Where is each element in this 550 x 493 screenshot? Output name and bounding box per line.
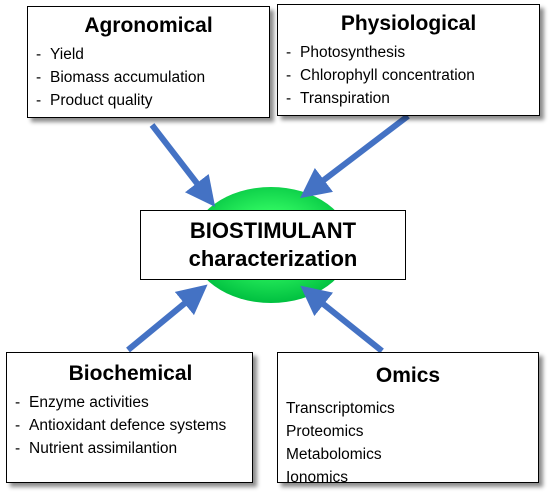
physiological-list: Photosynthesis Chlorophyll concentration…	[286, 41, 531, 110]
list-item: Transcriptomics	[286, 400, 395, 417]
list-item: Product quality	[36, 89, 261, 112]
agronomical-list: Yield Biomass accumulation Product quali…	[36, 43, 261, 112]
biochemical-box: Biochemical Enzyme activities Antioxidan…	[6, 352, 253, 483]
list-item: Biomass accumulation	[36, 66, 261, 89]
list-item: Antioxidant defence systems	[15, 414, 246, 437]
list-item: Nutrient assimilantion	[15, 437, 246, 460]
list-item: Metabolomics	[286, 446, 382, 463]
arrow-agronomical	[149, 123, 216, 207]
physiological-title: Physiological	[340, 12, 477, 35]
biochemical-title: Biochemical	[68, 362, 193, 385]
list-item: Chlorophyll concentration	[286, 64, 531, 87]
center-title-line2: characterization	[188, 246, 358, 271]
center-box: BIOSTIMULANT characterization	[140, 210, 406, 280]
agronomical-title: Agronomical	[84, 14, 213, 37]
arrow-biochemical	[126, 284, 208, 353]
list-item: Photosynthesis	[286, 41, 531, 64]
physiological-box: Physiological Photosynthesis Chlorophyll…	[277, 4, 540, 116]
list-item: Proteomics	[286, 423, 364, 440]
omics-box: Omics Transcriptomics Proteomics Metabol…	[277, 352, 539, 486]
list-item: Enzyme activities	[15, 391, 246, 414]
list-item: Ionomics	[286, 469, 349, 486]
arrow-physiological	[300, 113, 410, 199]
agronomical-box: Agronomical Yield Biomass accumulation P…	[27, 6, 270, 118]
omics-title: Omics	[375, 364, 441, 387]
center-title-line1: BIOSTIMULANT	[189, 218, 357, 243]
list-item: Transpiration	[286, 87, 531, 110]
arrow-omics	[300, 285, 384, 354]
list-item: Yield	[36, 43, 261, 66]
biochemical-list: Enzyme activities Antioxidant defence sy…	[15, 391, 246, 460]
omics-list: Transcriptomics Proteomics Metabolomics …	[286, 397, 530, 489]
